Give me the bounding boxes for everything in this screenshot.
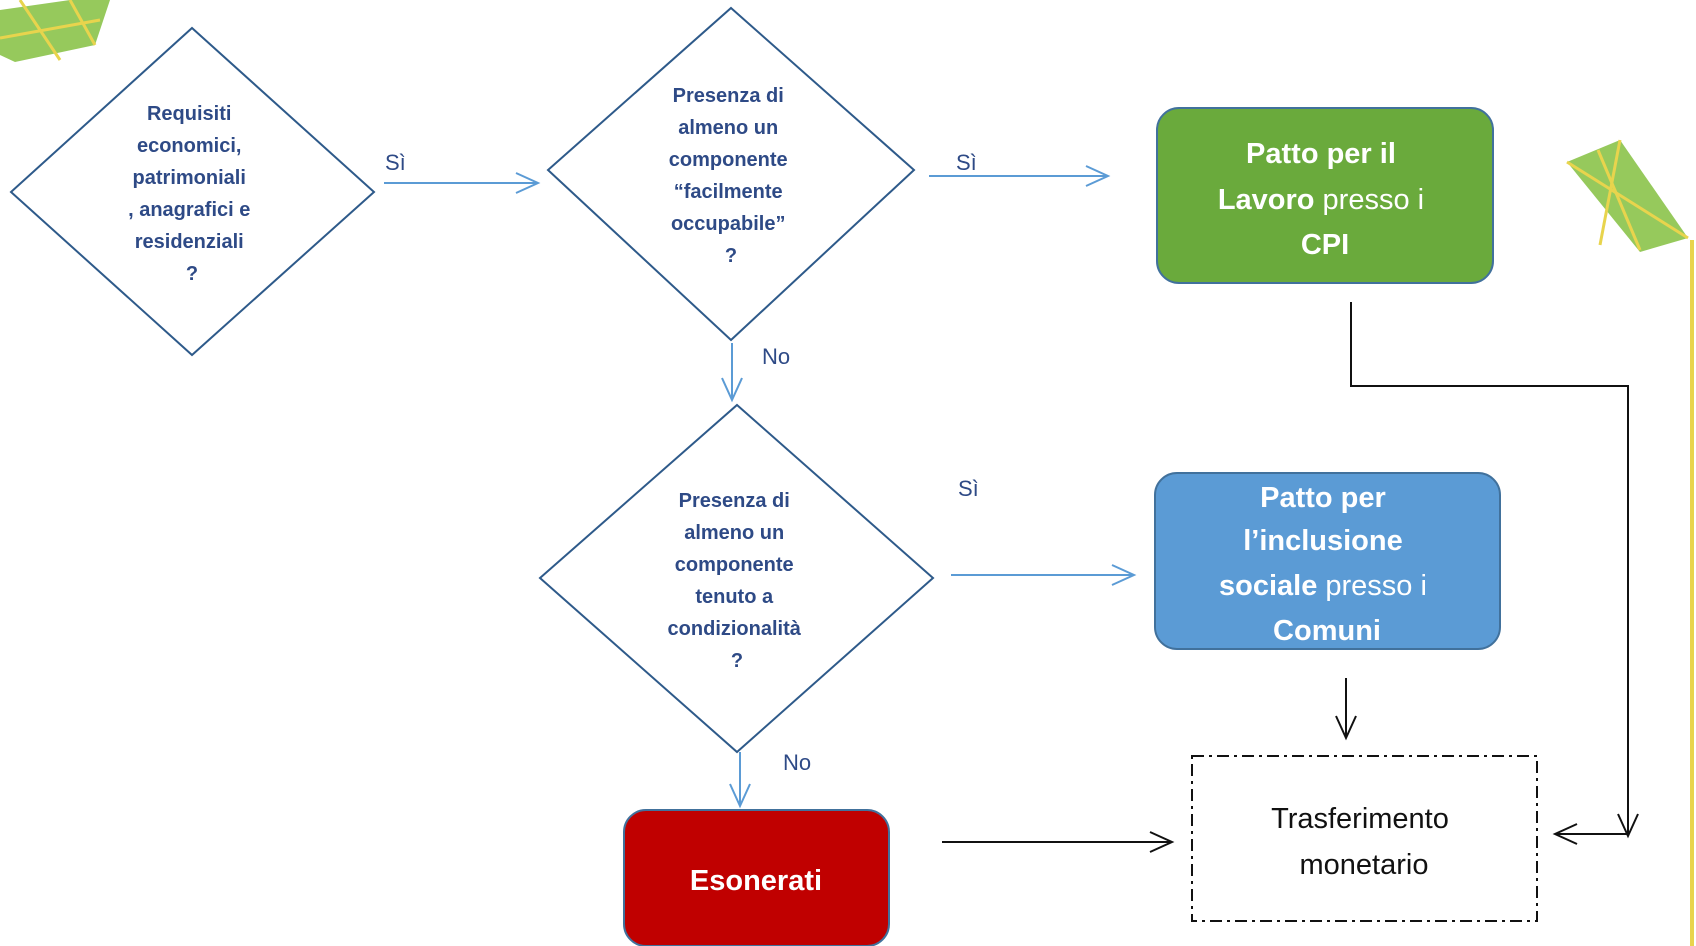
- occupabile-line: ?: [725, 245, 737, 267]
- patto-inclusione-line3: sociale presso i: [1219, 570, 1427, 602]
- box-esonerati-label: Esonerati: [690, 865, 822, 897]
- diamond-text-requisiti: Requisiti economici, patrimoniali , anag…: [128, 103, 256, 285]
- patto-lavoro-line2: Lavoro presso i: [1218, 184, 1424, 216]
- requisiti-line: residenziali: [135, 231, 244, 253]
- condizionalita-line: condizionalità: [668, 618, 802, 640]
- occupabile-line: “facilmente: [674, 181, 783, 203]
- trasferimento-line: monetario: [1300, 849, 1429, 881]
- condizionalita-line: ?: [731, 650, 743, 672]
- patto-inclusione-line2: l’inclusione: [1243, 525, 1403, 557]
- requisiti-line: , anagrafici e: [128, 199, 250, 221]
- edge-label-no-2: No: [783, 750, 811, 775]
- condizionalita-line: Presenza di: [679, 490, 790, 512]
- requisiti-line: Requisiti: [147, 103, 231, 125]
- diamond-text-condizionalita: Presenza di almeno un componente tenuto …: [668, 490, 807, 672]
- requisiti-line: economici,: [137, 135, 241, 157]
- occupabile-line: almeno un: [678, 117, 778, 139]
- edge-label-si-2: Sì: [956, 150, 977, 175]
- box-patto-lavoro-text: Patto per il Lavoro presso i CPI: [1218, 138, 1432, 261]
- condizionalita-line: tenuto a: [695, 586, 774, 608]
- patto-inclusione-bold: sociale: [1219, 570, 1317, 602]
- condizionalita-line: componente: [675, 554, 794, 576]
- edge-label-si-1: Sì: [385, 150, 406, 175]
- box-patto-inclusione: [1154, 472, 1501, 650]
- box-patto-inclusione-text: Patto per l’inclusione sociale presso i …: [1219, 482, 1435, 647]
- patto-lavoro-line1: Patto per il: [1246, 138, 1396, 170]
- arrow-lavoro-down-path: [1350, 302, 1639, 839]
- patto-lavoro-rest: presso i: [1315, 184, 1425, 216]
- occupabile-line: componente: [669, 149, 788, 171]
- patto-inclusione-rest: presso i: [1317, 570, 1427, 602]
- occupabile-line: occupabile”: [671, 213, 785, 235]
- trasferimento-line: Trasferimento: [1271, 803, 1449, 835]
- diamond-text-occupabile: Presenza di almeno un componente “facilm…: [669, 85, 793, 267]
- decision-diamond-requisiti: [9, 26, 376, 357]
- patto-inclusione-line1: Patto per: [1260, 482, 1386, 514]
- patto-lavoro-line3: CPI: [1301, 229, 1349, 261]
- decision-diamond-condizionalita: [538, 403, 935, 754]
- occupabile-line: Presenza di: [673, 85, 784, 107]
- decision-diamond-occupabile: [546, 6, 916, 342]
- box-esonerati: [623, 809, 890, 946]
- requisiti-line: ?: [186, 263, 198, 285]
- edge-label-no-1: No: [762, 344, 790, 369]
- box-patto-lavoro: [1156, 107, 1494, 284]
- leaf-decoration-top-left: [0, 0, 110, 62]
- leaf-decoration-right: [1566, 139, 1694, 946]
- edge-label-si-3: Sì: [958, 476, 979, 501]
- patto-lavoro-bold: Lavoro: [1218, 184, 1315, 216]
- patto-inclusione-line4: Comuni: [1273, 615, 1381, 647]
- condizionalita-line: almeno un: [684, 522, 784, 544]
- box-trasferimento-text: Trasferimento monetario: [1271, 803, 1457, 881]
- requisiti-line: patrimoniali: [133, 167, 246, 189]
- box-trasferimento: [1191, 755, 1538, 922]
